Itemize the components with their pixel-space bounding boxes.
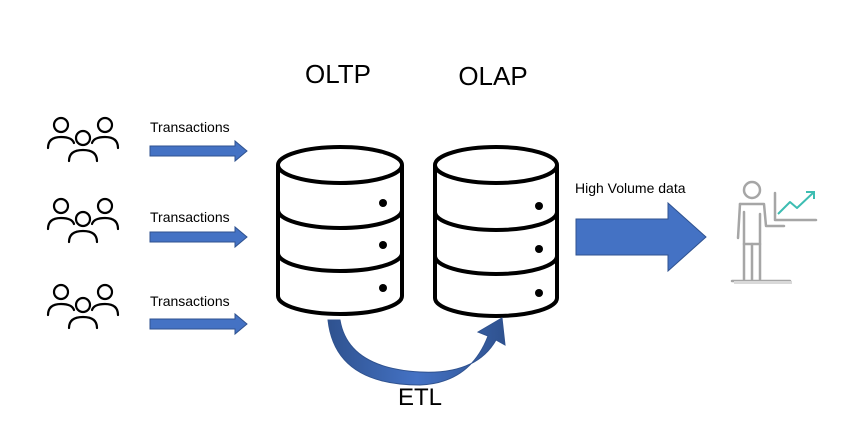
users-group-icon — [46, 116, 120, 163]
users-group-icon — [46, 283, 120, 330]
high-volume-arrow — [575, 201, 707, 273]
oltp-database-icon — [276, 145, 404, 316]
transactions-label-3: Transactions — [150, 293, 230, 309]
etl-label: ETL — [398, 384, 442, 411]
etl-arrow — [327, 317, 506, 386]
transaction-arrow-3 — [149, 312, 248, 336]
oltp-label: OLTP — [305, 59, 371, 89]
olap-label: OLAP — [458, 61, 527, 91]
transaction-arrow-2 — [149, 225, 248, 249]
high-volume-label: High Volume data — [575, 180, 686, 196]
transactions-label-2: Transactions — [150, 209, 230, 225]
transaction-arrow-1 — [149, 139, 248, 163]
transactions-label-1: Transactions — [150, 119, 230, 135]
presenter-with-chart-icon — [730, 180, 818, 284]
olap-database-icon — [433, 145, 559, 318]
users-group-icon — [46, 197, 120, 244]
